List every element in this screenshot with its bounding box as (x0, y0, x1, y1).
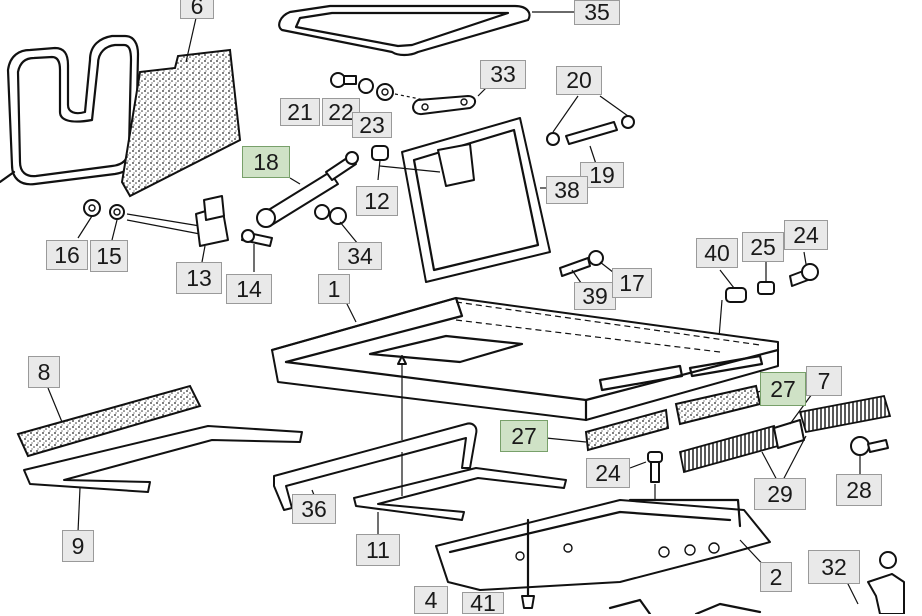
callout-8[interactable]: 8 (28, 356, 60, 388)
callout-33[interactable]: 33 (480, 60, 526, 89)
callout-20[interactable]: 20 (556, 66, 602, 95)
callout-7[interactable]: 7 (806, 366, 842, 396)
callout-32[interactable]: 32 (808, 550, 860, 584)
callout-27-right[interactable]: 27 (760, 372, 806, 406)
rail-11 (353, 452, 567, 536)
seal-frame (0, 34, 140, 186)
bracket-32 (845, 551, 905, 614)
main-tray (270, 296, 780, 440)
callout-4[interactable]: 4 (414, 586, 448, 614)
callout-34[interactable]: 34 (338, 242, 382, 270)
callout-23[interactable]: 23 (352, 112, 392, 138)
foam-pad (120, 17, 242, 198)
callout-19[interactable]: 19 (580, 162, 624, 188)
callout-36[interactable]: 36 (292, 494, 336, 524)
callout-12[interactable]: 12 (356, 186, 398, 216)
hinge-pin (546, 95, 635, 165)
callout-1[interactable]: 1 (318, 274, 350, 304)
callout-11[interactable]: 11 (356, 534, 400, 566)
callout-18[interactable]: 18 (242, 146, 290, 178)
callout-6[interactable]: 6 (180, 0, 214, 19)
panel-fragment-4 (608, 598, 762, 614)
bracket-assembly (77, 195, 273, 272)
callout-15[interactable]: 15 (90, 240, 128, 272)
base-plate (435, 498, 771, 591)
latch-handle (412, 87, 487, 116)
angle-bracket-9 (23, 425, 303, 533)
callout-40[interactable]: 40 (696, 238, 738, 268)
bushing (371, 145, 389, 181)
callout-41[interactable]: 41 (462, 591, 504, 614)
callout-17[interactable]: 17 (612, 268, 652, 298)
callout-2[interactable]: 2 (760, 562, 792, 592)
callout-35[interactable]: 35 (574, 0, 620, 25)
callout-21[interactable]: 21 (280, 98, 320, 126)
callout-13[interactable]: 13 (176, 262, 222, 294)
callout-38[interactable]: 38 (546, 176, 588, 204)
ribbed-ducts (678, 393, 892, 483)
callout-29[interactable]: 29 (754, 478, 806, 510)
callout-39[interactable]: 39 (574, 282, 616, 310)
bolt-24b (629, 451, 663, 500)
top-gasket (278, 4, 576, 57)
bolt-28 (850, 436, 889, 474)
callout-16[interactable]: 16 (46, 240, 88, 270)
callout-25[interactable]: 25 (742, 232, 784, 262)
foam-strip (16, 384, 202, 458)
door-frame (379, 117, 551, 283)
callout-14[interactable]: 14 (226, 274, 272, 304)
gas-strut (256, 151, 359, 228)
hardware-39-17 (559, 250, 619, 291)
callout-28[interactable]: 28 (836, 474, 882, 506)
screw-41 (521, 518, 535, 609)
callout-27-left[interactable]: 27 (500, 420, 548, 452)
callout-24-top[interactable]: 24 (784, 220, 828, 250)
callout-9[interactable]: 9 (62, 530, 94, 562)
callout-24-bottom[interactable]: 24 (586, 458, 630, 488)
ball-studs (314, 204, 359, 245)
